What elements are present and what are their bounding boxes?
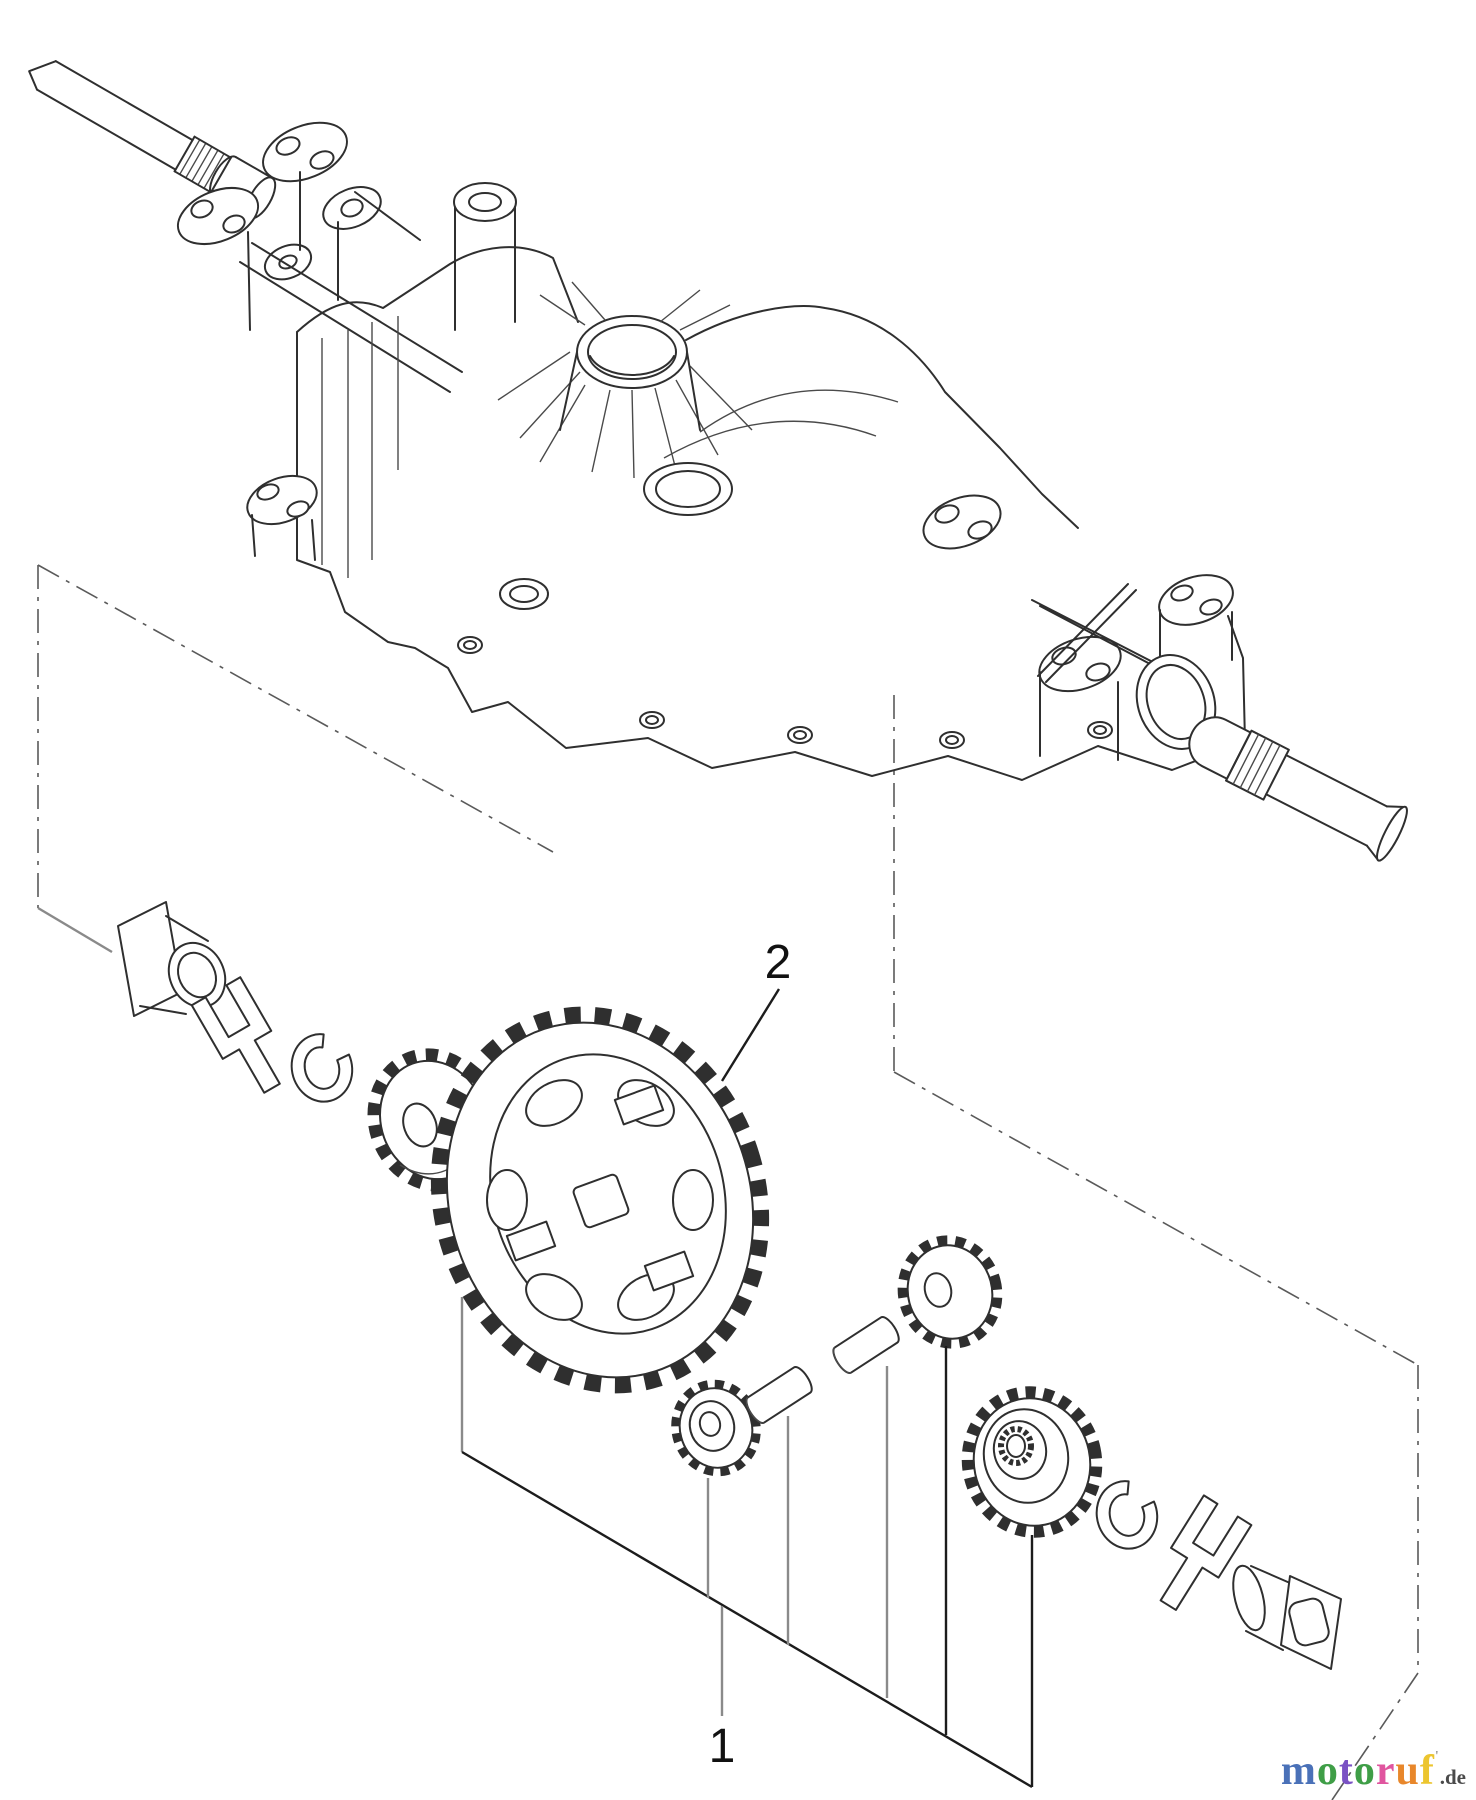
watermark-brand: motoruf (1281, 1748, 1435, 1794)
watermark-letter: o (1316, 1748, 1339, 1794)
flanged-bushing-right (1232, 1564, 1342, 1670)
watermark-suffix: .de (1439, 1765, 1466, 1789)
fork-clip-left (190, 976, 281, 1094)
e-clip-right (1095, 1480, 1159, 1550)
spacer-pin-1 (745, 1366, 813, 1424)
housing-top-bracket (176, 121, 463, 393)
transaxle-housing-drawing (176, 121, 1246, 781)
watermark-letter: r (1375, 1748, 1396, 1794)
watermark-letter: m (1280, 1748, 1317, 1794)
bevel-gear-right (897, 1235, 1003, 1349)
housing-right-towers (922, 494, 1234, 761)
e-clip-left (290, 1033, 354, 1103)
watermark-letter: u (1395, 1748, 1420, 1794)
callout-1-bracket (460, 1297, 1034, 1789)
ring-gear-drawing (430, 1006, 770, 1394)
callout-2-label: 2 (765, 936, 792, 989)
fork-clip-right (1159, 1494, 1253, 1611)
callout-2-leader (720, 988, 781, 1082)
splined-side-gear (961, 1386, 1103, 1538)
pinion-gear-small (671, 1379, 761, 1477)
housing-bolt-heads (457, 636, 1113, 749)
spacer-pin-2 (832, 1316, 900, 1374)
watermark-letter: t (1338, 1748, 1354, 1794)
callout-1-label: 1 (709, 1720, 736, 1773)
axle-shaft-right (1188, 716, 1408, 862)
housing-center-turret (497, 281, 753, 610)
watermark-mark: ' (1434, 1749, 1440, 1764)
housing-boss-cylinder (453, 182, 517, 331)
watermark-logo: motoruf'.de (1281, 1748, 1466, 1794)
watermark-letter: o (1353, 1748, 1376, 1794)
section-boundary-right (893, 695, 1419, 1800)
watermark-letter: f (1419, 1748, 1435, 1794)
housing-bolt-boss-left (246, 474, 318, 561)
flanged-bushing-left (117, 901, 227, 1017)
section-boundary-left (37, 564, 554, 954)
